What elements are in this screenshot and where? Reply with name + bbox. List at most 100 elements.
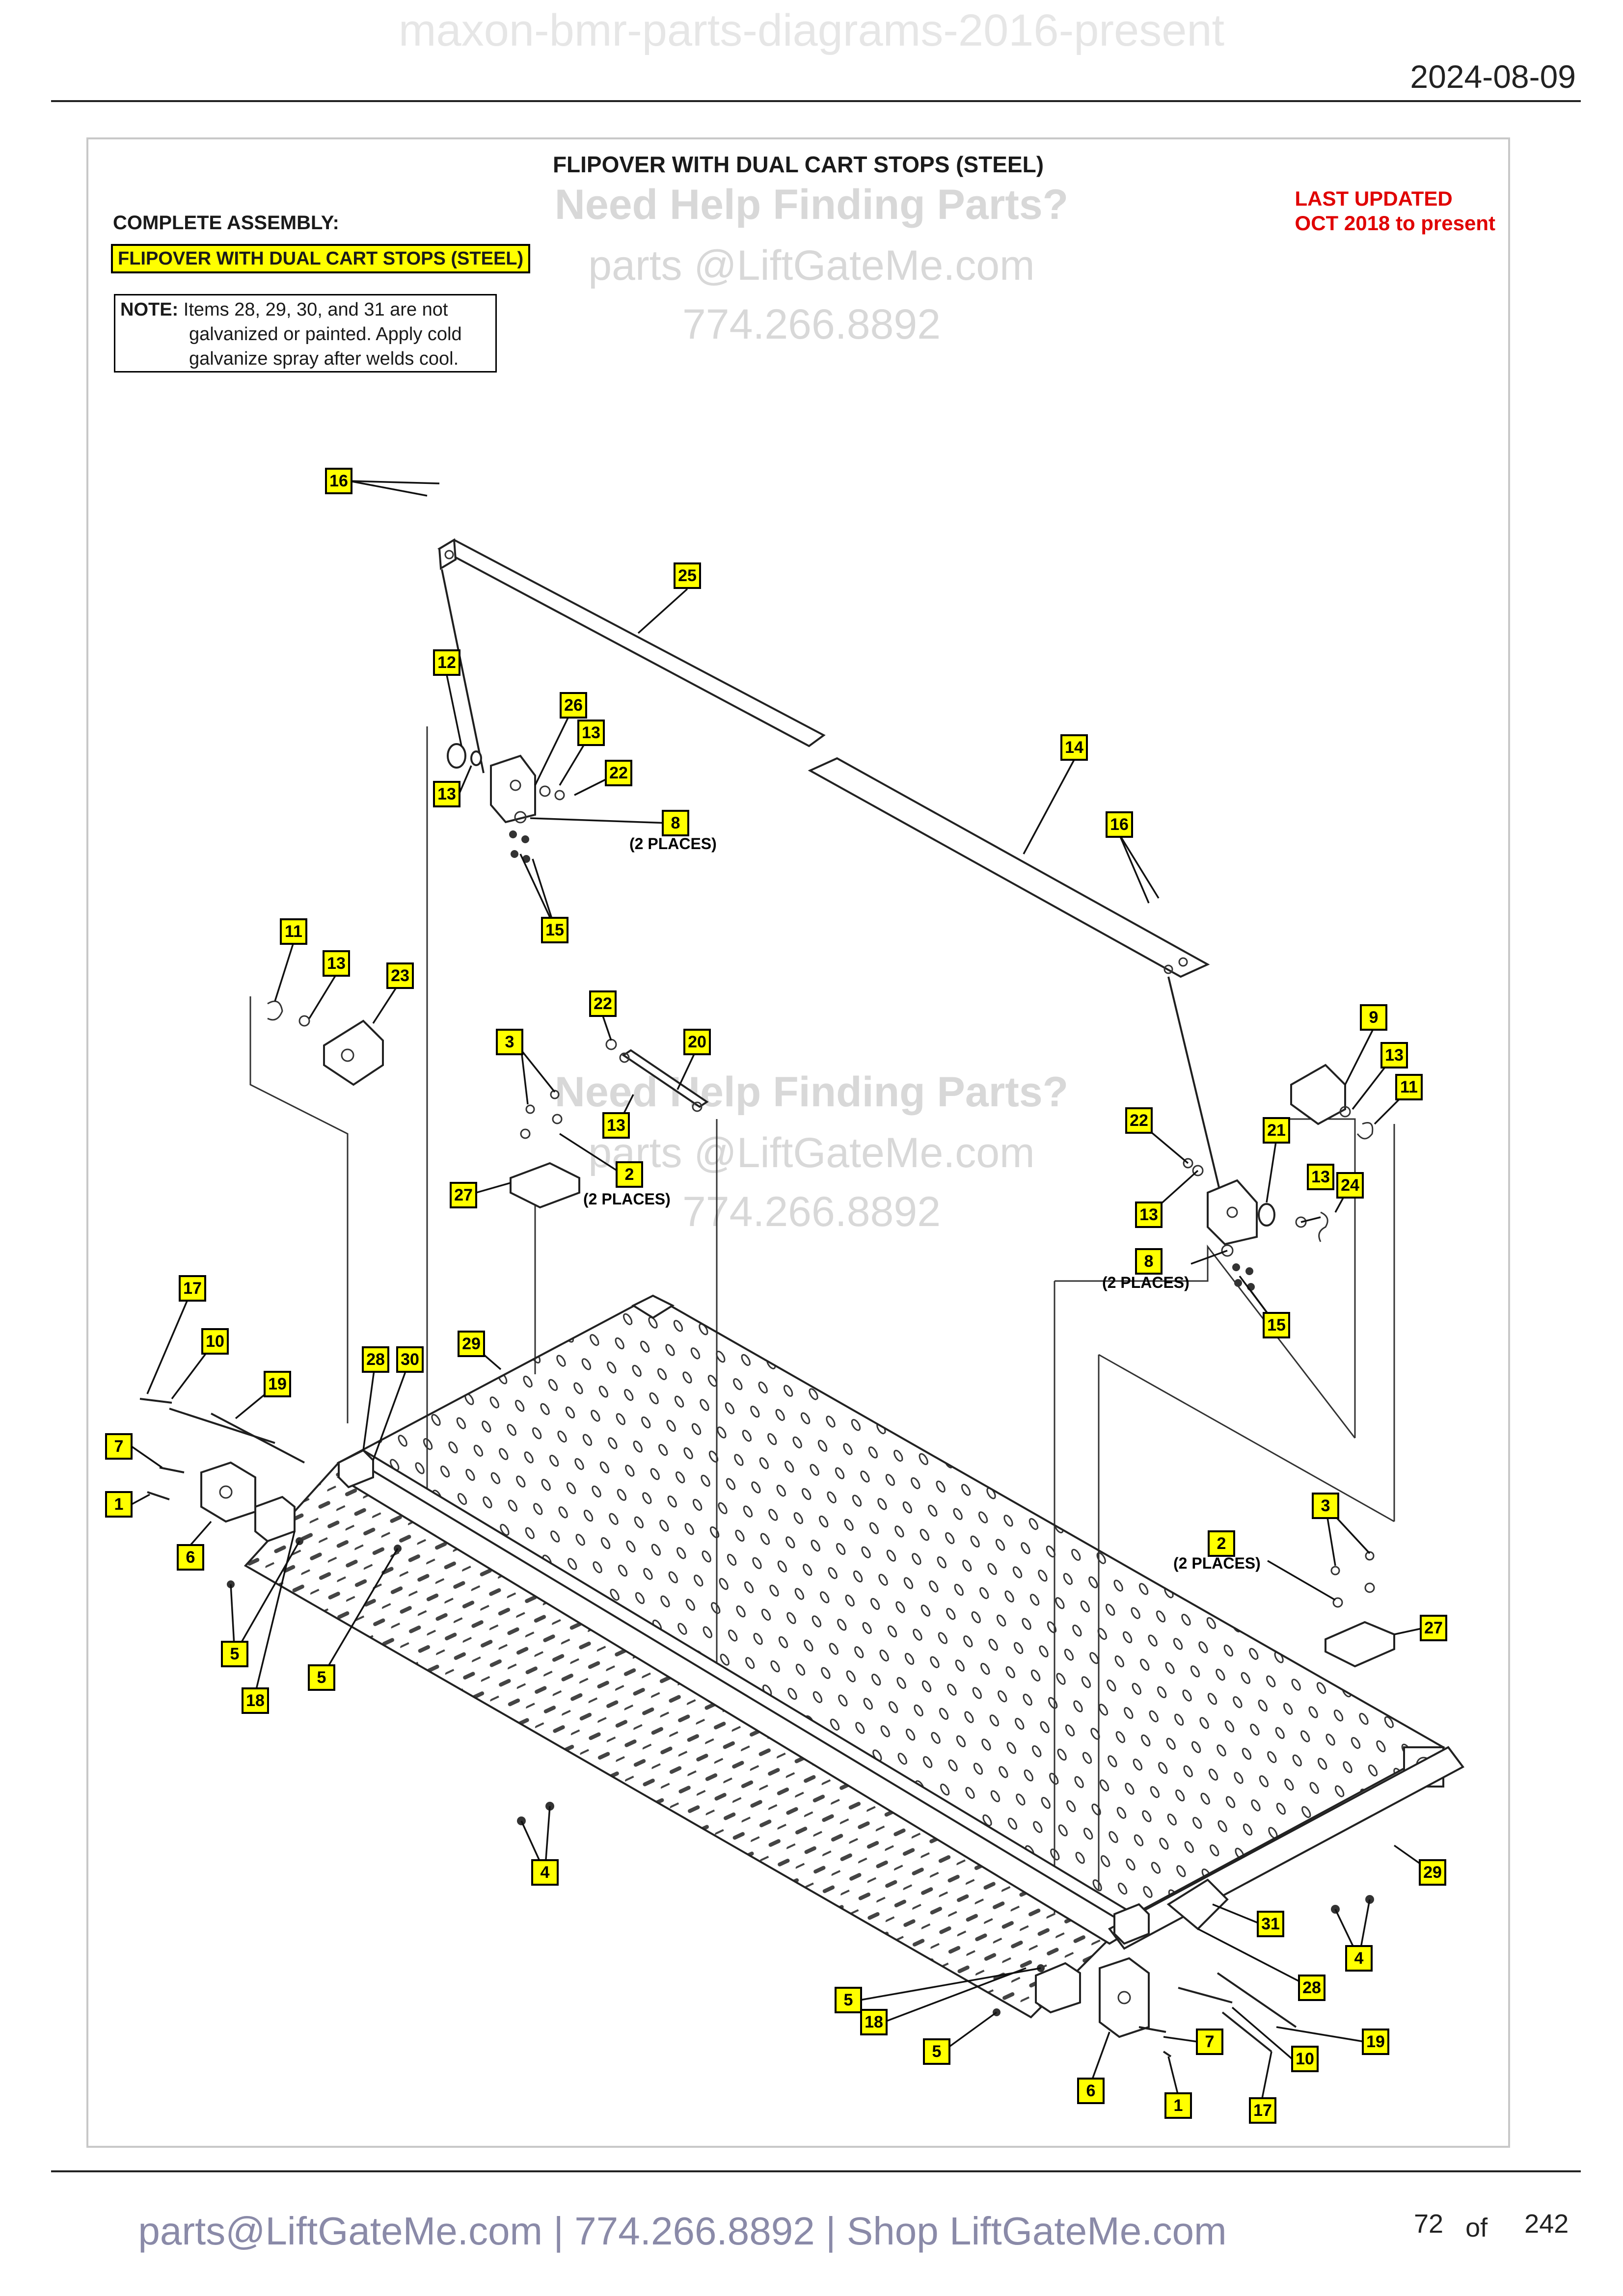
callout-13-g: 13: [1307, 1164, 1334, 1190]
callout-13-d: 13: [602, 1112, 630, 1139]
svg-text:7: 7: [114, 1437, 124, 1456]
footer-contact: parts@LiftGateMe.com | 774.266.8892 | Sh…: [138, 2209, 1227, 2253]
diagram-title: FLIPOVER WITH DUAL CART STOPS (STEEL): [552, 152, 1044, 177]
callout-29-a: 29: [458, 1331, 485, 1357]
callout-22-c: 22: [1125, 1107, 1153, 1134]
svg-text:13: 13: [1311, 1168, 1330, 1186]
svg-text:5: 5: [317, 1668, 326, 1687]
svg-text:31: 31: [1261, 1915, 1280, 1933]
svg-text:10: 10: [206, 1332, 224, 1351]
svg-text:4: 4: [1354, 1949, 1364, 1968]
places-label-2a: (2 PLACES): [583, 1190, 671, 1208]
callout-23: 23: [386, 962, 414, 989]
svg-text:9: 9: [1369, 1008, 1379, 1027]
callout-17-a: 17: [179, 1275, 206, 1302]
svg-text:11: 11: [1400, 1078, 1418, 1096]
svg-text:18: 18: [865, 2013, 883, 2031]
svg-text:6: 6: [1086, 2082, 1096, 2100]
platform-29: [243, 1294, 1446, 2019]
callout-1-b: 1: [1164, 2092, 1192, 2119]
callout-5-b: 5: [308, 1664, 335, 1691]
page-number: 72 of 242: [1414, 2209, 1569, 2243]
svg-text:23: 23: [391, 966, 409, 985]
svg-text:28: 28: [366, 1350, 385, 1369]
callout-26: 26: [560, 692, 587, 719]
note-box: NOTE: Items 28, 29, 30, and 31 are not g…: [114, 294, 497, 373]
callout-19-a: 19: [264, 1371, 291, 1397]
flipover-bar-14: [808, 757, 1210, 978]
last-updated-line-2: OCT 2018 to present: [1295, 212, 1495, 235]
svg-text:13: 13: [582, 723, 600, 742]
svg-text:1: 1: [1174, 2096, 1183, 2115]
callout-12: 12: [433, 649, 460, 676]
svg-text:5: 5: [230, 1645, 240, 1663]
callout-3-b: 3: [1312, 1493, 1339, 1519]
svg-text:2: 2: [625, 1165, 634, 1184]
svg-text:20: 20: [688, 1033, 706, 1051]
callout-9: 9: [1360, 1004, 1387, 1031]
callout-labels: 16 25 12 26 13 22 13 8 15 14 16 11 13 23…: [105, 468, 1447, 2124]
hinge-bracket-21: [1183, 1158, 1328, 1291]
svg-text:11: 11: [285, 922, 302, 941]
callout-2-a: 2: [616, 1161, 643, 1188]
svg-text:26: 26: [564, 696, 583, 715]
cart-stop-9: [1290, 1064, 1374, 1140]
svg-text:19: 19: [1366, 2032, 1385, 2051]
callout-18-a: 18: [242, 1687, 269, 1714]
complete-assembly-name: FLIPOVER WITH DUAL CART STOPS (STEEL): [111, 244, 531, 273]
flipover-bar-25: [437, 538, 826, 748]
complete-assembly-label: COMPLETE ASSEMBLY:: [113, 212, 339, 234]
svg-text:22: 22: [594, 994, 612, 1013]
svg-text:15: 15: [545, 921, 564, 939]
svg-text:13: 13: [1139, 1205, 1158, 1224]
hinge-bracket-26: [447, 743, 565, 863]
svg-text:16: 16: [329, 472, 348, 490]
places-label-2b: (2 PLACES): [1173, 1554, 1261, 1572]
callout-21: 21: [1263, 1117, 1290, 1144]
svg-text:22: 22: [1130, 1111, 1148, 1130]
callout-29-b: 29: [1419, 1859, 1446, 1886]
note-line-1: Items 28, 29, 30, and 31 are not: [183, 299, 448, 320]
callout-11-a: 11: [280, 918, 307, 945]
callout-18-b: 18: [860, 2009, 888, 2035]
diagram-frame: [86, 137, 1510, 2148]
note-line-3: galvanize spray after welds cool.: [189, 348, 459, 369]
page-of: of: [1465, 2213, 1488, 2243]
last-updated-line-1: LAST UPDATED: [1295, 187, 1453, 210]
callout-25: 25: [674, 562, 701, 589]
site-title: maxon-bmr-parts-diagrams-2016-present: [398, 5, 1225, 55]
header-rule: [51, 100, 1581, 102]
svg-text:5: 5: [844, 1991, 853, 2009]
footer-rule: [51, 2170, 1581, 2172]
last-updated: LAST UPDATED OCT 2018 to present: [1295, 187, 1495, 236]
svg-text:15: 15: [1267, 1316, 1286, 1335]
callout-14: 14: [1060, 734, 1088, 761]
callout-28-a: 28: [362, 1346, 389, 1373]
svg-text:12: 12: [437, 653, 456, 672]
cart-stop-23: [267, 1000, 384, 1086]
svg-text:19: 19: [268, 1375, 287, 1393]
svg-text:17: 17: [1253, 2101, 1272, 2120]
callout-7-b: 7: [1196, 2029, 1223, 2055]
callout-13-e: 13: [1380, 1042, 1408, 1068]
callout-10-a: 10: [201, 1328, 229, 1355]
svg-text:27: 27: [454, 1186, 473, 1204]
svg-text:1: 1: [114, 1495, 124, 1514]
note-label: NOTE:: [120, 299, 179, 320]
callout-19-b: 19: [1362, 2029, 1389, 2055]
callout-3-a: 3: [496, 1029, 523, 1055]
svg-text:13: 13: [327, 954, 346, 973]
svg-text:29: 29: [1423, 1863, 1442, 1882]
callout-22-a: 22: [605, 760, 632, 786]
callout-13-b: 13: [433, 781, 460, 807]
svg-text:22: 22: [609, 764, 628, 782]
mount-block-27-left: [510, 1090, 580, 1209]
callout-4-b: 4: [1345, 1945, 1373, 1972]
svg-text:10: 10: [1296, 2050, 1314, 2068]
svg-text:4: 4: [541, 1863, 550, 1882]
watermark-phone: 774.266.8892: [682, 301, 941, 348]
callout-22-b: 22: [589, 990, 617, 1017]
svg-text:24: 24: [1341, 1176, 1359, 1195]
svg-text:7: 7: [1205, 2032, 1215, 2051]
